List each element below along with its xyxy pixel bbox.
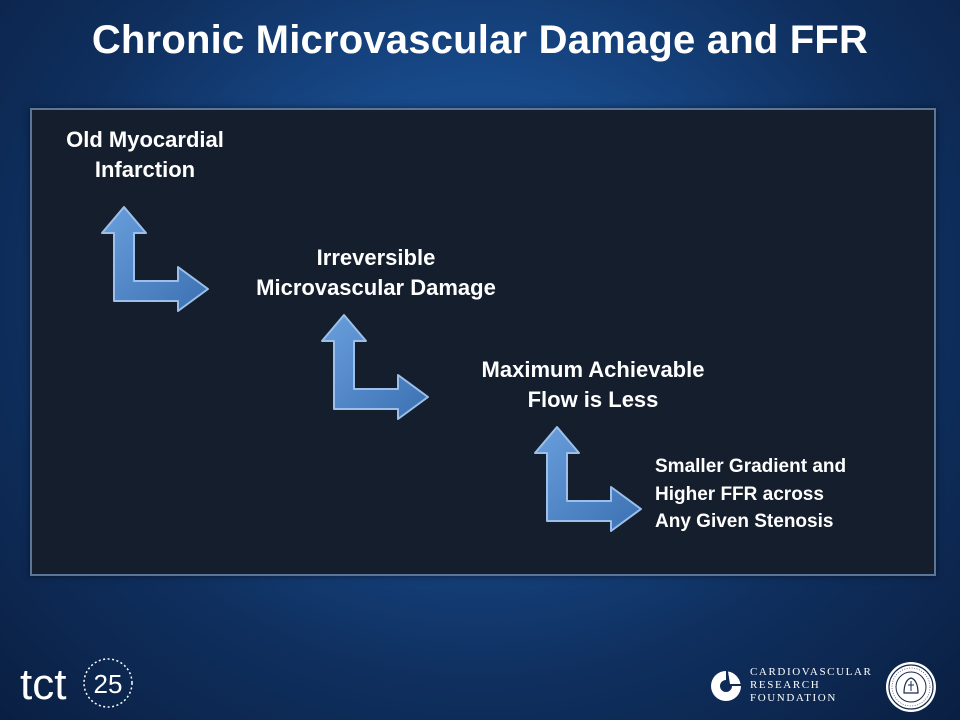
bent-arrow-icon xyxy=(321,314,429,420)
flow-step-smaller-gradient-higher-ffr: Smaller Gradient and Higher FFR across A… xyxy=(655,453,945,536)
step-text-line: Higher FFR across xyxy=(655,483,824,505)
flow-step-irreversible-microvascular-damage: Irreversible Microvascular Damage xyxy=(220,243,532,302)
bent-arrow-icon xyxy=(101,206,209,312)
diagram-panel xyxy=(30,108,936,576)
cardiovascular-research-foundation-logo: CARDIOVASCULAR RESEARCH FOUNDATION xyxy=(708,664,871,708)
step-text-line: Smaller Gradient and xyxy=(655,456,847,477)
crf-mark-icon xyxy=(711,671,741,701)
tct-logo: tct 25 xyxy=(20,658,133,709)
tct-logo-text: tct xyxy=(20,660,66,709)
university-seal-icon xyxy=(886,662,936,712)
tct-logo-number: 25 xyxy=(94,669,123,699)
step-text-line: Flow is Less xyxy=(527,386,659,412)
crf-text: CARDIOVASCULAR RESEARCH FOUNDATION xyxy=(750,666,873,704)
step-text-line: Any Given Stenosis xyxy=(655,511,834,533)
step-text-line: Irreversible xyxy=(316,245,436,270)
step-text-line: Microvascular Damage xyxy=(256,274,496,300)
step-text-line: Maximum Achievable xyxy=(481,357,705,382)
flow-step-maximum-achievable-flow: Maximum Achievable Flow is Less xyxy=(440,355,746,414)
step-text-line: Infarction xyxy=(94,156,196,182)
flow-step-old-myocardial-infarction: Old Myocardial Infarction xyxy=(40,125,250,184)
step-text-line: Old Myocardial xyxy=(66,127,224,152)
page-title: Chronic Microvascular Damage and FFR xyxy=(91,18,869,62)
bent-arrow-icon xyxy=(534,426,642,532)
